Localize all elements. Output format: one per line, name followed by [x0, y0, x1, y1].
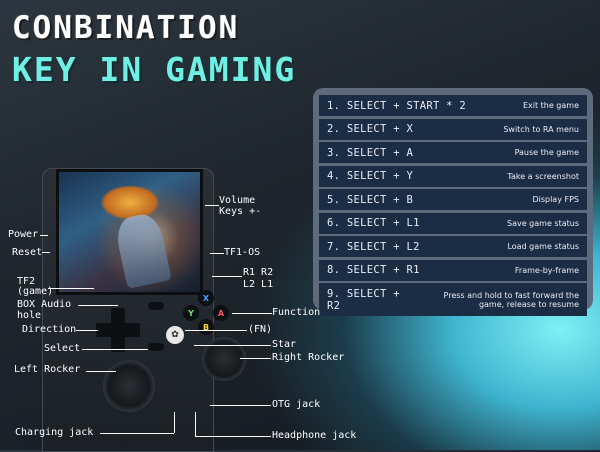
combo-action: Switch to RA menu [503, 124, 579, 134]
label-fn: (FN) [248, 324, 273, 335]
combo-row: 2. SELECT + X Switch to RA menu [319, 118, 587, 140]
y-button: Y [183, 305, 199, 321]
combo-action: Pause the game [514, 148, 579, 157]
leader-line-function [232, 313, 272, 314]
left-rocker-stick [103, 360, 155, 412]
leader-line-select [82, 349, 148, 350]
combo-key: 2. SELECT + X [327, 123, 414, 135]
label-tf2: TF2 (game) [17, 276, 54, 297]
b-button: B [198, 319, 214, 335]
leader-line-headphone [195, 436, 271, 437]
combo-row: 4. SELECT + Y Take a screenshot [319, 165, 587, 187]
leader-line-headphone-vertical [195, 412, 196, 436]
combo-action: Load game status [507, 242, 579, 251]
leader-line-otg [210, 405, 271, 406]
combo-action: Save game status [507, 218, 579, 228]
leader-line-box-audio [78, 305, 118, 306]
combo-row: 5. SELECT + B Display FPS [319, 189, 587, 210]
title-line-1: CONBINATION [12, 10, 240, 46]
combo-key: 4. SELECT + Y [327, 170, 414, 182]
combo-key: 8. SELECT + R1 [327, 264, 420, 276]
combo-action: Exit the game [522, 101, 579, 110]
x-button: X [198, 290, 214, 306]
combo-key: 7. SELECT + L2 [327, 240, 420, 253]
label-volume-text: Volume Keys +- [219, 195, 262, 217]
leader-line-reset [42, 252, 50, 253]
label-otg: OTG jack [272, 399, 321, 410]
leader-line-tf2 [48, 288, 94, 289]
label-function: Function [272, 307, 321, 318]
combo-row: 6. SELECT + L1 Save game status [319, 212, 587, 234]
label-r1r2: R1 R2 L2 L1 [243, 267, 274, 290]
select-button [148, 343, 164, 351]
combo-key: 3. SELECT + A [327, 146, 414, 159]
dpad-vertical [111, 308, 125, 352]
game-artwork-hair [100, 185, 160, 220]
combo-action: Frame-by-frame [514, 265, 579, 275]
leader-line-power [40, 235, 48, 236]
label-charging: Charging jack [15, 427, 94, 438]
leader-line-left-rocker [86, 371, 116, 372]
leader-line-right-rocker [240, 358, 271, 359]
label-tf1: TF1-OS [224, 247, 261, 258]
right-rocker-stick [202, 337, 246, 381]
leader-line-tf1 [210, 253, 224, 254]
label-reset: Reset [12, 247, 43, 258]
combo-row: 3. SELECT + A Pause the game [319, 142, 587, 163]
function-button: ✿ [166, 326, 184, 344]
leader-line-charging [100, 433, 174, 434]
combo-action: Take a screenshot [507, 171, 579, 181]
combo-row: 7. SELECT + L2 Load game status [319, 236, 587, 257]
label-direction: Direction [22, 324, 77, 335]
combination-key-panel: 1. SELECT + START * 2 Exit the game 2. SE… [313, 88, 593, 316]
a-button: A [213, 305, 229, 321]
leader-line-r1r2 [212, 276, 242, 277]
combo-key: 6. SELECT + L1 [327, 217, 420, 229]
start-button [148, 302, 164, 310]
label-box-audio: BOX Audio hole [17, 299, 72, 321]
combo-key: 1. SELECT + START * 2 [327, 99, 467, 112]
combo-action: Display FPS [532, 195, 579, 204]
label-volume: Volume Keys +- [219, 195, 261, 217]
combo-row: 1. SELECT + START * 2 Exit the game [319, 95, 587, 116]
title-line-2: KEY IN GAMING [12, 50, 297, 89]
combo-key: 9. SELECT + R2 [327, 287, 400, 312]
label-left-rocker: Left Rocker [14, 364, 81, 375]
combo-row: 9. SELECT + R2 Press and hold to fast for… [319, 283, 587, 316]
leader-line-charging-vertical [174, 412, 175, 433]
leader-line-fn [185, 330, 247, 331]
combo-row: 8. SELECT + R1 Frame-by-frame [319, 259, 587, 281]
label-select: Select [44, 343, 81, 354]
label-power: Power [8, 229, 39, 240]
label-right-rocker: Right Rocker [272, 352, 345, 363]
label-star: Star [272, 339, 297, 350]
leader-line-volume [205, 205, 219, 206]
combo-action: Press and hold to fast forward the game,… [443, 290, 579, 309]
leader-line-direction [76, 330, 98, 331]
leader-line-star [194, 345, 271, 346]
combo-key: 5. SELECT + B [327, 193, 414, 206]
label-headphone: Headphone jack [272, 430, 357, 441]
